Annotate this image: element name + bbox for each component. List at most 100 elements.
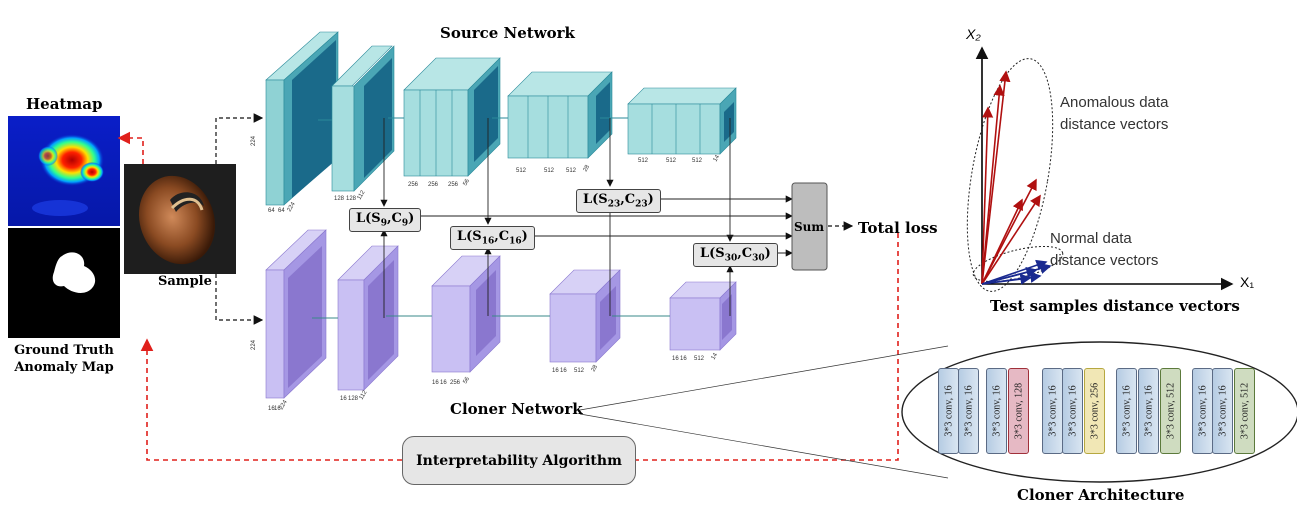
conv-layer-label: 3*3 conv, 16	[1121, 385, 1132, 437]
loss-connections	[380, 118, 793, 318]
conv-layer-label: 3*3 conv, 16	[991, 385, 1002, 437]
svg-text:14: 14	[711, 352, 720, 361]
normal-label-line2: distance vectors	[1050, 252, 1159, 269]
loss-16-s-sub: 16	[481, 236, 495, 247]
loss-30-c: C	[741, 246, 753, 261]
cloner-network-title: Cloner Network	[450, 400, 583, 418]
source-block-3	[403, 57, 501, 177]
cloner-dims: 224 16 16 224 16 128 112 16 16 256 56 16…	[251, 339, 719, 412]
y-axis-label: X₂	[966, 26, 981, 42]
conv-layer-box: 3*3 conv, 16	[1042, 368, 1063, 454]
svg-text:16: 16	[268, 406, 275, 412]
normal-cluster-ellipse	[972, 245, 1064, 283]
ground-truth-label: Ground Truth Anomaly Map	[8, 342, 120, 376]
svg-text:16: 16	[440, 380, 447, 386]
source-block-1	[265, 31, 339, 206]
svg-text:112: 112	[357, 189, 367, 201]
sum-box	[791, 182, 828, 271]
sample-label: Sample	[158, 274, 212, 289]
svg-text:224: 224	[251, 339, 257, 350]
svg-text:128: 128	[334, 196, 345, 202]
cloner-block-4	[549, 269, 621, 363]
conv-layer-label: 3*3 conv, 16	[1197, 385, 1208, 437]
loss-9-s: S	[371, 211, 381, 226]
conv-layer-label: 3*3 conv, 16	[1047, 385, 1058, 437]
source-network-title: Source Network	[440, 24, 575, 42]
ground-truth-image	[8, 228, 120, 338]
source-block-5	[627, 87, 737, 155]
conv-layer-box: 3*3 conv, 16	[1212, 368, 1233, 454]
input-arrows	[215, 113, 854, 325]
loss-23: L(S23,C23)	[576, 189, 661, 213]
cloner-architecture-title: Cloner Architecture	[1017, 486, 1185, 504]
conv-layer-label: 3*3 conv, 512	[1165, 382, 1176, 440]
conv-layer-box: 3*3 conv, 16	[1192, 368, 1213, 454]
normal-label-line1: Normal data	[1050, 230, 1132, 247]
interpretability-algorithm-box: Interpretability Algorithm	[402, 436, 636, 485]
conv-layer-box: 3*3 conv, 512	[1234, 368, 1255, 454]
svg-text:28: 28	[591, 364, 600, 373]
normal-vectors	[981, 259, 1052, 285]
svg-text:512: 512	[566, 168, 577, 174]
cloner-block-5	[669, 281, 737, 351]
loss-30-c-sub: 30	[752, 253, 765, 264]
svg-text:16: 16	[560, 368, 567, 374]
loss-16-c-sub: 16	[509, 236, 522, 247]
svg-text:512: 512	[666, 158, 677, 164]
conv-layer-label: 3*3 conv, 512	[1239, 382, 1250, 440]
cloner-block-3	[431, 255, 501, 373]
loss-9-s-sub: 9	[380, 218, 387, 229]
anomalous-label-line2: distance vectors	[1060, 116, 1169, 133]
loss-30-s: S	[715, 246, 725, 261]
conv-layer-box: 3*3 conv, 16	[938, 368, 959, 454]
svg-text:512: 512	[692, 158, 703, 164]
loss-23-s-sub: 23	[607, 199, 621, 210]
plot-title: Test samples distance vectors	[990, 297, 1240, 315]
conv-layer-box: 3*3 conv, 128	[1008, 368, 1029, 454]
cloner-network-blocks	[265, 229, 737, 399]
svg-text:128: 128	[348, 396, 359, 402]
loss-9: L(S9,C9)	[349, 208, 422, 232]
svg-text:224: 224	[279, 399, 290, 411]
normal-vectors-label: Normal data distance vectors	[1050, 228, 1158, 272]
loss-9-c: C	[391, 211, 402, 226]
anomalous-vectors	[981, 70, 1041, 285]
conv-layer-box: 3*3 conv, 256	[1084, 368, 1105, 454]
conv-layer-box: 3*3 conv, 16	[1138, 368, 1159, 454]
conv-layer-label: 3*3 conv, 16	[1217, 385, 1228, 437]
conv-layer-label: 3*3 conv, 16	[1067, 385, 1078, 437]
svg-text:512: 512	[694, 356, 705, 362]
cloner-architecture-ellipse	[901, 341, 1297, 483]
svg-text:224: 224	[287, 201, 298, 213]
svg-text:256: 256	[450, 380, 461, 386]
anomalous-label-line1: Anomalous data	[1060, 94, 1169, 111]
conv-layer-box: 3*3 conv, 16	[986, 368, 1007, 454]
sum-label: Sum	[794, 220, 825, 234]
ground-truth-label-line1: Ground Truth	[14, 343, 114, 358]
svg-text:16: 16	[680, 356, 687, 362]
loss-30: L(S30,C30)	[693, 243, 778, 267]
conv-layer-label: 3*3 conv, 16	[943, 385, 954, 437]
svg-text:16: 16	[432, 380, 439, 386]
conv-layer-box: 3*3 conv, 512	[1160, 368, 1181, 454]
svg-text:256: 256	[408, 182, 419, 188]
svg-text:512: 512	[544, 168, 555, 174]
loss-23-c-sub: 23	[635, 199, 648, 210]
conv-layer-box: 3*3 conv, 16	[958, 368, 979, 454]
total-loss-label: Total loss	[858, 219, 938, 237]
distance-vector-plot	[966, 46, 1234, 292]
conv-layer-label: 3*3 conv, 16	[1143, 385, 1154, 437]
ground-truth-label-line2: Anomaly Map	[14, 360, 114, 375]
loss-30-s-sub: 30	[724, 253, 738, 264]
svg-text:112: 112	[359, 389, 369, 401]
source-network-blocks	[265, 31, 737, 206]
svg-text:56: 56	[463, 376, 472, 385]
source-block-4	[507, 71, 613, 159]
conv-layer-box: 3*3 conv, 16	[1062, 368, 1083, 454]
svg-text:256: 256	[428, 182, 439, 188]
cloner-block-2	[337, 245, 399, 391]
loss-23-s: S	[598, 192, 608, 207]
conv-layer-box: 3*3 conv, 16	[1116, 368, 1137, 454]
source-block-2	[331, 45, 395, 192]
